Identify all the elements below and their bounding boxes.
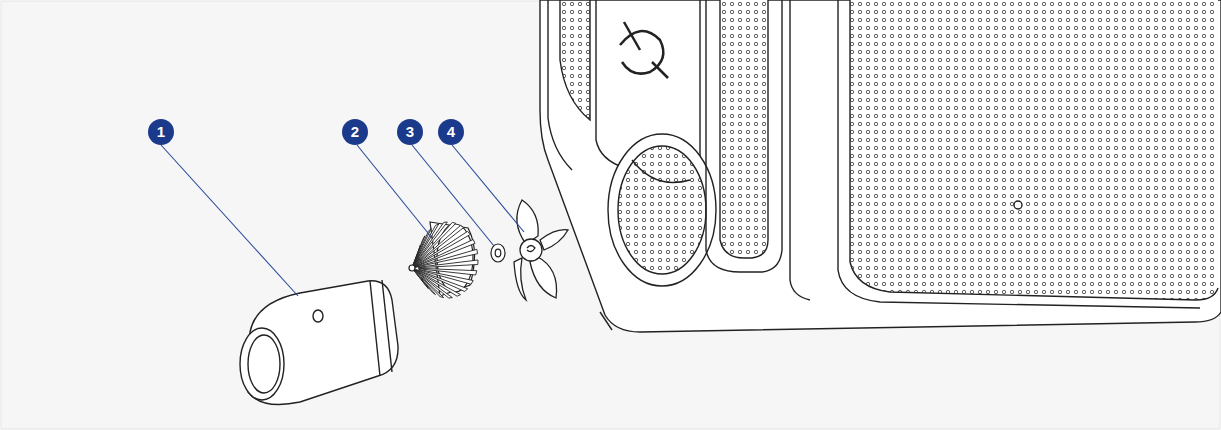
rotor-fin bbox=[412, 268, 428, 289]
finned-rotor bbox=[409, 222, 478, 298]
rotor-fin bbox=[412, 249, 478, 268]
rotor-fin bbox=[412, 231, 470, 268]
callout-number: 1 bbox=[148, 119, 174, 145]
nozzle-cap bbox=[240, 280, 398, 404]
rotor-tip bbox=[409, 265, 415, 271]
rotor-fin bbox=[412, 268, 452, 298]
callout-number: 4 bbox=[438, 119, 464, 145]
device-housing bbox=[540, 0, 1221, 332]
callout-number: 2 bbox=[342, 119, 368, 145]
rotor-fin bbox=[412, 268, 436, 295]
callout-number: 3 bbox=[397, 119, 423, 145]
washer bbox=[491, 244, 505, 262]
rotor-fin bbox=[412, 268, 444, 298]
leader-line bbox=[161, 145, 524, 296]
impeller bbox=[514, 200, 568, 300]
